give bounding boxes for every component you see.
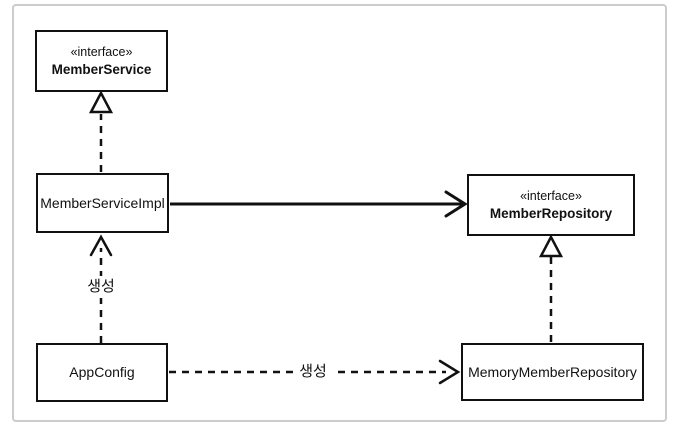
class-box-memory-member-repository: MemoryMemberRepository — [461, 343, 644, 401]
realization-arrow-memorymemberrepository-to-memberrepository — [538, 234, 564, 342]
class-name-label: MemberRepository — [489, 206, 613, 221]
association-arrow-memberserviceimpl-to-memberrepository — [170, 190, 468, 218]
dependency-arrow-appconfig-to-memorymemberrepository — [169, 359, 461, 385]
class-name-label: MemberService — [51, 62, 152, 77]
stereotype-label: «interface» — [70, 45, 133, 59]
edge-label-create-horizontal: 생성 — [293, 361, 333, 383]
class-name-label: MemoryMemberRepository — [468, 363, 637, 380]
stereotype-label: «interface» — [520, 189, 582, 203]
class-box-member-service-impl: MemberServiceImpl — [36, 173, 169, 233]
realization-arrow-memberserviceimpl-to-memberservice — [88, 90, 114, 172]
class-box-member-service: «interface» MemberService — [35, 30, 168, 92]
dependency-arrow-appconfig-to-memberserviceimpl — [89, 234, 113, 343]
class-name-label: AppConfig — [69, 364, 135, 380]
edge-label-create-vertical: 생성 — [81, 276, 121, 298]
class-box-member-repository: «interface» MemberRepository — [467, 174, 635, 236]
class-box-app-config: AppConfig — [36, 343, 168, 402]
class-name-label: MemberServiceImpl — [40, 194, 165, 211]
